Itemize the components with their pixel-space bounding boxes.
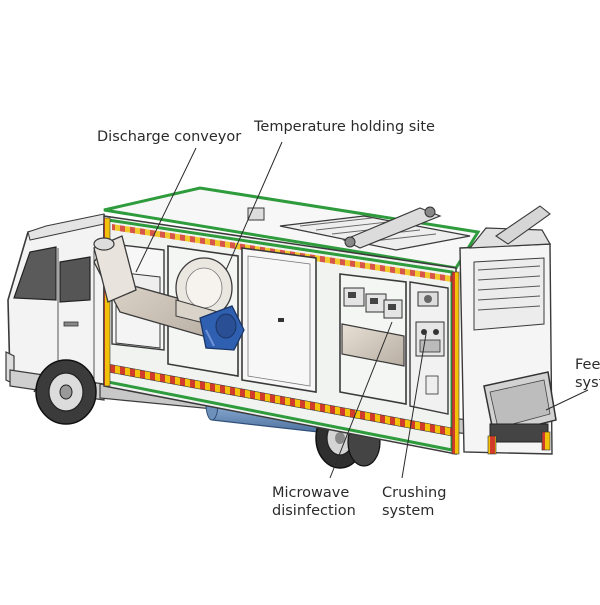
leader-feeding bbox=[545, 389, 589, 411]
label-temperature-holding-site-text: Temperature holding site bbox=[254, 119, 435, 135]
label-microwave-disinfection: Microwave disinfection bbox=[272, 484, 356, 520]
feeding-system bbox=[459, 205, 557, 455]
leader-discharge-conveyor bbox=[135, 147, 197, 273]
leader-temperature-holding bbox=[225, 141, 283, 271]
microwave-units bbox=[341, 287, 405, 367]
blue-motor bbox=[199, 305, 245, 351]
leader-microwave bbox=[329, 321, 393, 479]
front-wheel bbox=[35, 359, 97, 425]
leader-lines bbox=[135, 141, 589, 479]
center-door bbox=[241, 247, 317, 393]
label-feeding-line1: Fee bbox=[575, 357, 600, 373]
label-crushing-line1: Crushing bbox=[382, 485, 447, 501]
label-crushing-line2: system bbox=[382, 503, 435, 519]
label-temperature-holding-site: Temperature holding site bbox=[254, 118, 435, 136]
truck-cab bbox=[5, 213, 105, 401]
control-panel-column bbox=[409, 281, 449, 415]
leader-crushing bbox=[401, 333, 427, 479]
label-feeding-line2: syst bbox=[575, 375, 600, 391]
label-discharge-conveyor: Discharge conveyor bbox=[97, 128, 241, 146]
temperature-holding-tank bbox=[175, 257, 233, 331]
label-crushing-system: Crushing system bbox=[382, 484, 446, 520]
roof-lift-arm bbox=[279, 206, 471, 251]
label-microwave-line2: disinfection bbox=[272, 503, 356, 519]
label-feeding-system: Fee syst bbox=[575, 356, 600, 392]
label-microwave-line1: Microwave bbox=[272, 485, 350, 501]
label-discharge-conveyor-text: Discharge conveyor bbox=[97, 129, 242, 145]
